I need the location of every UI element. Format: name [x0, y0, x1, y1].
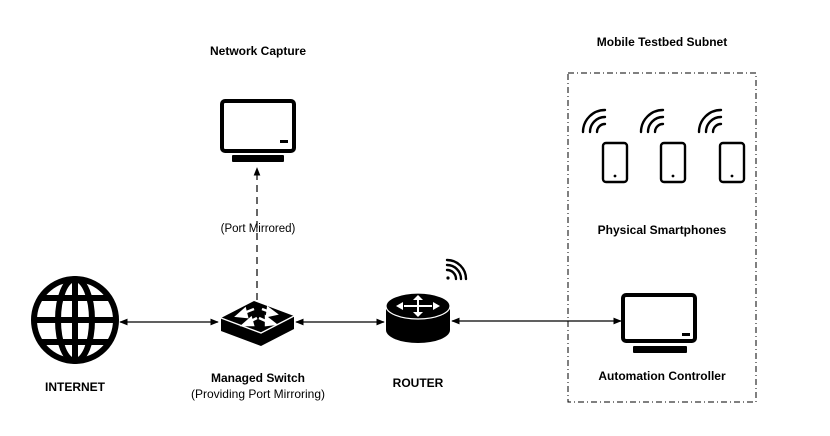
physical-smartphones-label: Physical Smartphones — [597, 223, 727, 237]
subnet-title: Mobile Testbed Subnet — [596, 35, 728, 49]
port-mirrored-label: (Port Mirrored) — [220, 223, 296, 235]
router-label: ROUTER — [392, 376, 444, 390]
globe-icon — [31, 276, 119, 364]
automation-controller-label: Automation Controller — [598, 369, 726, 383]
smartphone-icon — [601, 141, 629, 184]
subnet-boundary — [567, 72, 757, 403]
managed-switch-label: Managed Switch — [210, 371, 305, 385]
internet-label: INTERNET — [45, 380, 105, 394]
signal-icon — [639, 108, 665, 134]
network-capture-label: Network Capture — [209, 44, 307, 58]
managed-switch-sublabel: (Providing Port Mirroring) — [190, 387, 326, 401]
router-icon — [385, 292, 451, 343]
signal-icon — [697, 108, 723, 134]
signal-icon — [581, 108, 607, 134]
switch-icon — [220, 301, 295, 346]
wifi-icon — [445, 258, 468, 281]
smartphone-icon — [718, 141, 746, 184]
monitor-icon — [220, 99, 296, 162]
smartphone-icon — [659, 141, 687, 184]
monitor-icon — [621, 293, 697, 353]
